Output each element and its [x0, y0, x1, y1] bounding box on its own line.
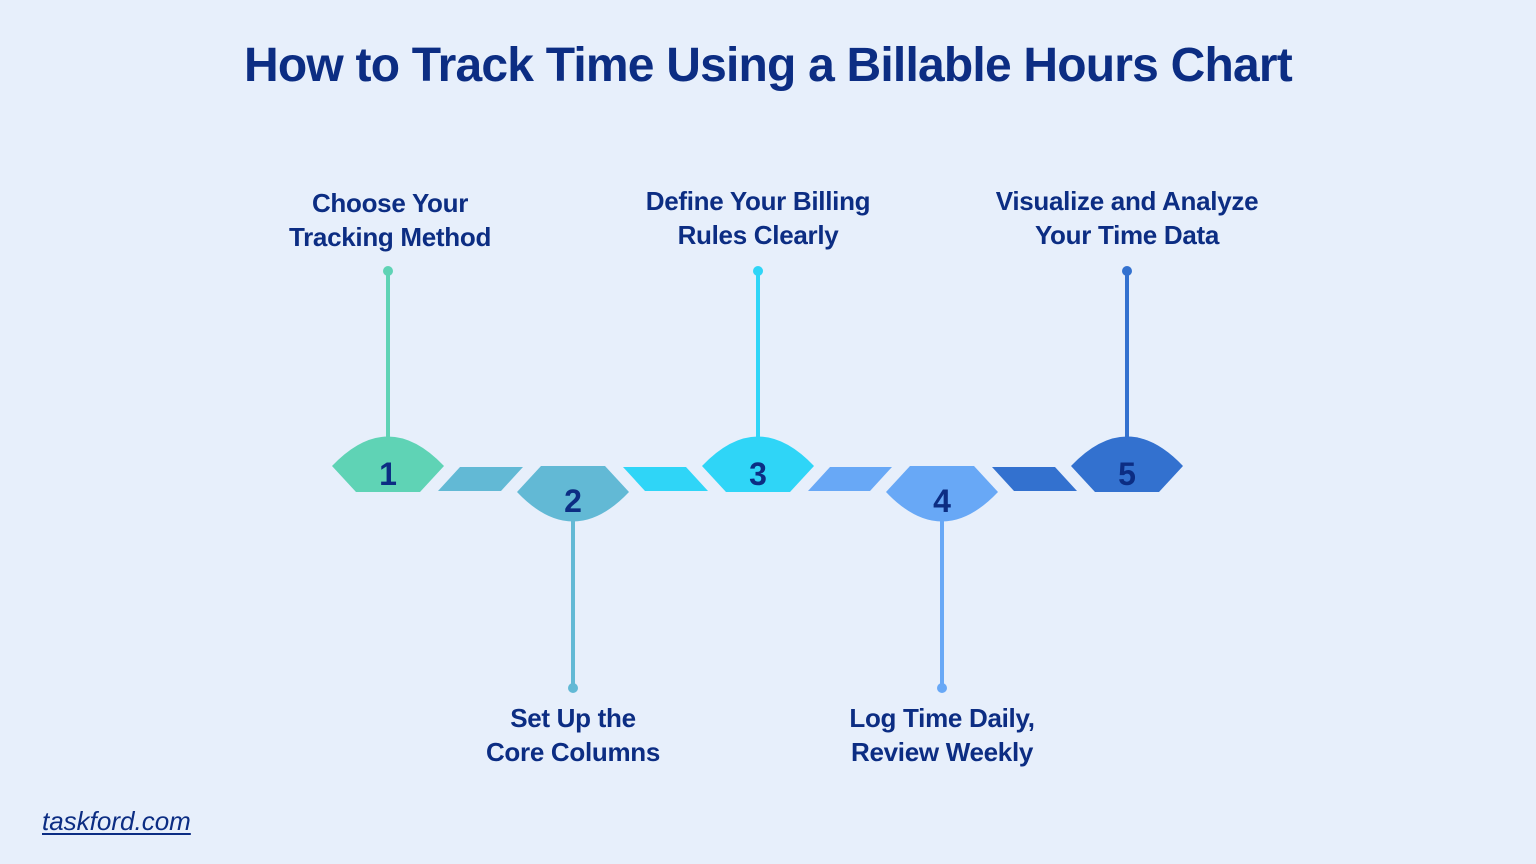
- step-5-label-line2: Your Time Data: [1034, 220, 1220, 250]
- step-5-label-line1: Visualize and Analyze: [995, 186, 1259, 216]
- step-2-hexagon: [517, 466, 629, 522]
- step-3-dot: [753, 266, 763, 276]
- connector-1-2: [438, 467, 523, 491]
- step-3-number: 3: [749, 456, 767, 492]
- step-1-hexagon: [332, 436, 444, 492]
- step-4-label-line2: Review Weekly: [850, 737, 1034, 767]
- step-4-label: Log Time Daily, Review Weekly: [782, 701, 1102, 769]
- step-5-dot: [1122, 266, 1132, 276]
- step-2-dot: [568, 683, 578, 693]
- step-1-label-line1: Choose Your: [311, 188, 469, 218]
- step-3-hexagon: [702, 436, 814, 492]
- connector-3-4: [808, 467, 892, 491]
- taskford-link[interactable]: taskford.com: [42, 806, 191, 836]
- step-1-dot: [383, 266, 393, 276]
- step-4-dot: [937, 683, 947, 693]
- step-4-hexagon: [886, 466, 998, 522]
- step-5-hexagon: [1071, 436, 1183, 492]
- step-3-label-line1: Define Your Billing: [645, 186, 871, 216]
- step-3-label-line2: Rules Clearly: [677, 220, 839, 250]
- connector-2-3: [623, 467, 708, 491]
- step-4-label-line1: Log Time Daily,: [849, 703, 1035, 733]
- step-2-label-line2: Core Columns: [485, 737, 661, 767]
- step-2-number: 2: [564, 483, 582, 519]
- connector-4-5: [992, 467, 1077, 491]
- page-title: How to Track Time Using a Billable Hours…: [244, 39, 1293, 92]
- step-1-label-line2: Tracking Method: [288, 222, 492, 252]
- step-1-number: 1: [379, 456, 397, 492]
- step-5-number: 5: [1118, 456, 1136, 492]
- step-2-label-line1: Set Up the: [510, 703, 636, 733]
- step-4-number: 4: [933, 483, 951, 519]
